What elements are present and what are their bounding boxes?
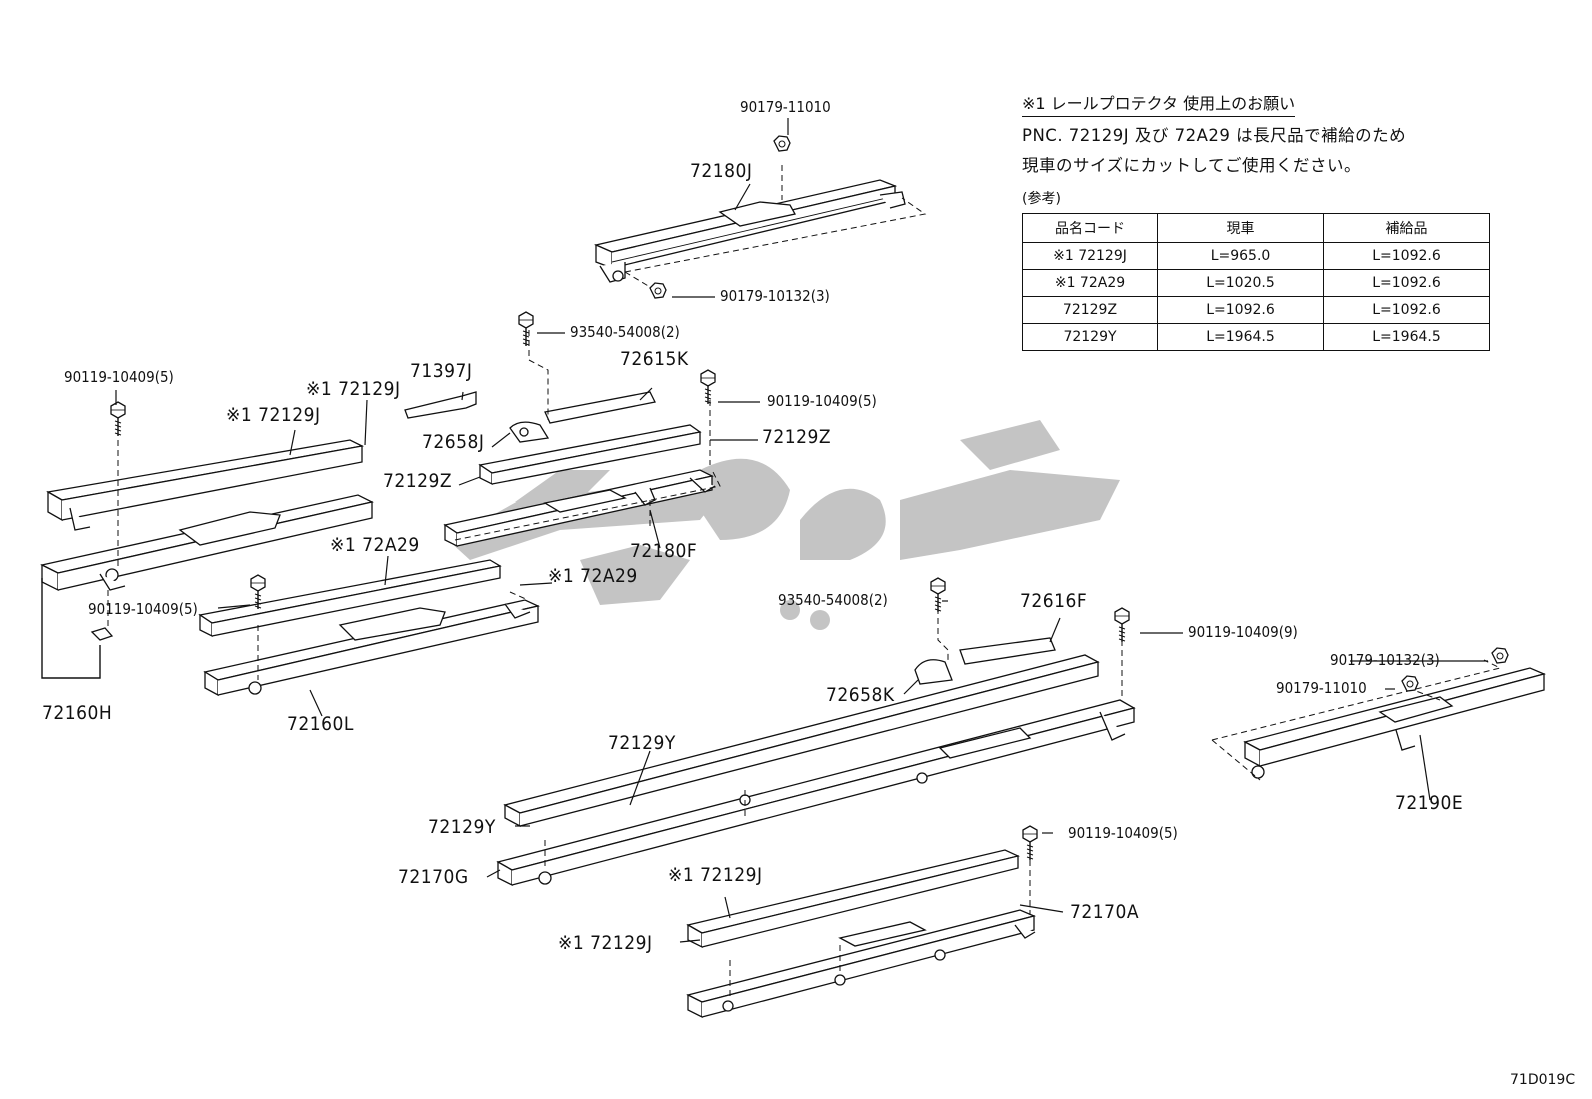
part-label[interactable]: 72616F bbox=[1020, 590, 1088, 612]
part-label[interactable]: 72658J bbox=[422, 431, 485, 453]
table-cell: L=1092.6 bbox=[1157, 296, 1324, 324]
part-label[interactable]: 72658K bbox=[826, 684, 895, 706]
table-cell: L=1092.6 bbox=[1323, 242, 1490, 270]
part-label[interactable]: 93540-54008(2) bbox=[570, 323, 680, 341]
table-cell: 72129Y bbox=[1022, 323, 1158, 351]
note-line-1: PNC. 72129J 及び 72A29 は長尺品で補給のため bbox=[1022, 126, 1407, 145]
part-label[interactable]: 90119-10409(5) bbox=[88, 600, 198, 618]
part-label[interactable]: 90179-10132(3) bbox=[1330, 651, 1440, 669]
note-title: ※1 レールプロテクタ 使用上のお願い bbox=[1022, 90, 1296, 117]
part-label[interactable]: 90119-10409(9) bbox=[1188, 623, 1298, 641]
part-label[interactable]: 90119-10409(5) bbox=[767, 392, 877, 410]
table-cell: ※1 72129J bbox=[1022, 242, 1158, 270]
part-label[interactable]: 90179-10132(3) bbox=[720, 287, 830, 305]
rail-72180J bbox=[593, 179, 906, 283]
part-label[interactable]: 72615K bbox=[620, 348, 689, 370]
part-label[interactable]: 72180J bbox=[690, 160, 753, 182]
part-label[interactable]: ※1 72129J bbox=[668, 864, 763, 886]
part-label[interactable]: 93540-54008(2) bbox=[778, 591, 888, 609]
part-label[interactable]: 90179-11010 bbox=[1276, 679, 1367, 697]
table-header: 現車 bbox=[1157, 213, 1324, 243]
bolt-icon bbox=[110, 401, 126, 437]
rail-72129Y bbox=[496, 637, 1136, 887]
part-label[interactable]: 72129Z bbox=[383, 470, 453, 492]
dash-lines bbox=[544, 608, 1123, 870]
dash-lines bbox=[107, 440, 119, 630]
dash-lines bbox=[729, 860, 1031, 1000]
table-cell: L=1092.6 bbox=[1323, 269, 1490, 297]
note-line-2: 現車のサイズにカットしてご使用ください。 bbox=[1022, 156, 1362, 175]
table-row: 72129Z L=1092.6 L=1092.6 bbox=[1022, 296, 1490, 324]
dash-lines bbox=[624, 165, 927, 291]
length-table: 品名コード 現車 補給品 ※1 72129J L=965.0 L=1092.6 … bbox=[1022, 213, 1490, 351]
part-label[interactable]: ※1 72129J bbox=[558, 932, 653, 954]
part-label[interactable]: ※1 72129J bbox=[226, 404, 321, 426]
rail-72170A bbox=[686, 849, 1037, 1019]
table-cell: L=965.0 bbox=[1157, 242, 1324, 270]
rail-72A29 bbox=[198, 559, 540, 697]
table-header-row: 品名コード 現車 補給品 bbox=[1022, 213, 1490, 243]
bracket-72658J bbox=[509, 421, 550, 443]
bracket-71397J bbox=[404, 391, 477, 419]
bolt-icon bbox=[930, 577, 946, 613]
part-label[interactable]: 90119-10409(5) bbox=[64, 368, 174, 386]
table-header: 品名コード bbox=[1022, 213, 1158, 243]
bracket-72658K bbox=[914, 659, 953, 685]
rail-72129Z bbox=[443, 391, 716, 548]
part-label[interactable]: 72129Z bbox=[762, 426, 832, 448]
part-label[interactable]: 72129Y bbox=[608, 732, 676, 754]
part-label[interactable]: 72129Y bbox=[428, 816, 496, 838]
rail-72129J-left bbox=[40, 439, 374, 592]
table-cell: L=1020.5 bbox=[1157, 269, 1324, 297]
table-cell: L=1964.5 bbox=[1157, 323, 1324, 351]
bolt-icon bbox=[700, 369, 716, 405]
part-label[interactable]: ※1 72A29 bbox=[548, 565, 638, 587]
table-cell: 72129Z bbox=[1022, 296, 1158, 324]
part-label[interactable]: 72170G bbox=[398, 866, 469, 888]
table-cell: ※1 72A29 bbox=[1022, 269, 1158, 297]
nut-icon bbox=[649, 282, 667, 299]
part-label[interactable]: 72190E bbox=[1395, 792, 1464, 814]
part-label[interactable]: ※1 72129J bbox=[306, 378, 401, 400]
leader-72160H bbox=[41, 578, 101, 679]
table-cell: L=1092.6 bbox=[1323, 296, 1490, 324]
bolt-icon bbox=[518, 311, 534, 347]
nut-icon bbox=[773, 135, 791, 152]
part-label[interactable]: ※1 72A29 bbox=[330, 534, 420, 556]
table-row: ※1 72A29 L=1020.5 L=1092.6 bbox=[1022, 269, 1490, 297]
table-row: ※1 72129J L=965.0 L=1092.6 bbox=[1022, 242, 1490, 270]
part-label[interactable]: 72170A bbox=[1070, 901, 1140, 923]
part-label[interactable]: 90119-10409(5) bbox=[1068, 824, 1178, 842]
clip-72160H bbox=[90, 627, 114, 641]
table-cell: L=1964.5 bbox=[1323, 323, 1490, 351]
bolt-icon bbox=[1114, 607, 1130, 643]
table-header: 補給品 bbox=[1323, 213, 1490, 243]
dash-lines bbox=[257, 591, 529, 680]
bolt-icon bbox=[1022, 825, 1038, 861]
table-row: 72129Y L=1964.5 L=1964.5 bbox=[1022, 323, 1490, 351]
part-label[interactable]: 90179-11010 bbox=[740, 98, 831, 116]
part-label[interactable]: 72160H bbox=[42, 702, 113, 724]
part-label[interactable]: 71397J bbox=[410, 360, 473, 382]
diagram-code: 71D019C bbox=[1510, 1072, 1576, 1088]
part-label[interactable]: 72160L bbox=[287, 713, 354, 735]
rail-72190E bbox=[1243, 667, 1546, 779]
part-label[interactable]: 72180F bbox=[630, 540, 698, 562]
nut-icon bbox=[1491, 647, 1509, 664]
reference-label: (参考) bbox=[1022, 191, 1061, 207]
leader-lines bbox=[115, 118, 1488, 943]
nut-icon bbox=[1401, 675, 1419, 692]
